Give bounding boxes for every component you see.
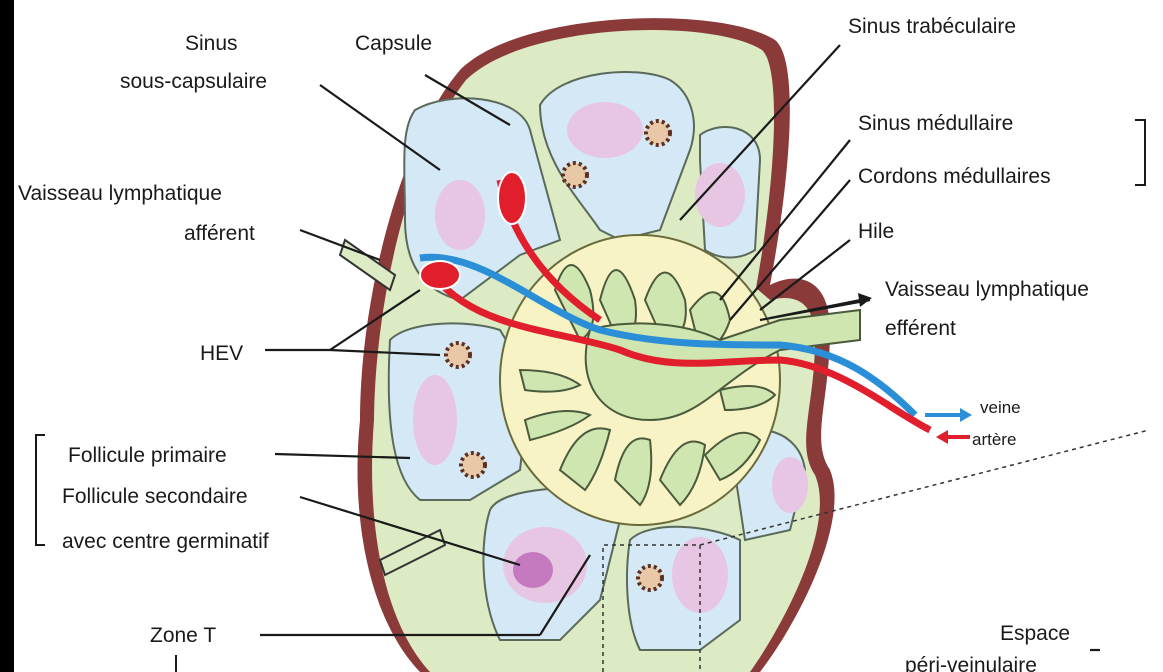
label-artere: artère — [972, 430, 1016, 449]
label-vaisseau-efferent-1: Vaisseau lymphatique — [885, 278, 1089, 301]
label-centre-germinatif: avec centre germinatif — [62, 530, 269, 553]
label-hile: Hile — [858, 220, 894, 243]
label-cordons-medullaires: Cordons médullaires — [858, 165, 1051, 188]
label-capsule: Capsule — [355, 32, 432, 55]
label-zone-t: Zone T — [150, 624, 216, 647]
label-vaisseau-efferent-2: efférent — [885, 317, 956, 340]
label-hev: HEV — [200, 342, 243, 365]
lymph-node-diagram: Sinus sous-capsulaire Capsule Sinus trab… — [14, 0, 1163, 672]
label-espace: Espace — [1000, 622, 1070, 645]
label-follicule-primaire: Follicule primaire — [68, 444, 227, 467]
label-peri-veinulaire: péri-veinulaire — [905, 654, 1037, 672]
label-vaisseau-afferent-1: Vaisseau lymphatique — [18, 182, 222, 205]
secondary-follicle — [503, 527, 587, 603]
label-follicule-secondaire: Follicule secondaire — [62, 485, 248, 508]
label-sinus-trabeculaire: Sinus trabéculaire — [848, 15, 1016, 38]
diagram-panel: Sinus sous-capsulaire Capsule Sinus trab… — [14, 0, 1163, 672]
label-vaisseau-afferent-2: afférent — [184, 222, 255, 245]
label-sous-capsulaire: sous-capsulaire — [120, 70, 267, 93]
label-sinus: Sinus — [185, 32, 238, 55]
label-veine: veine — [980, 398, 1021, 417]
vessel-arrows — [925, 408, 972, 444]
label-sinus-medullaire: Sinus médullaire — [858, 112, 1013, 135]
